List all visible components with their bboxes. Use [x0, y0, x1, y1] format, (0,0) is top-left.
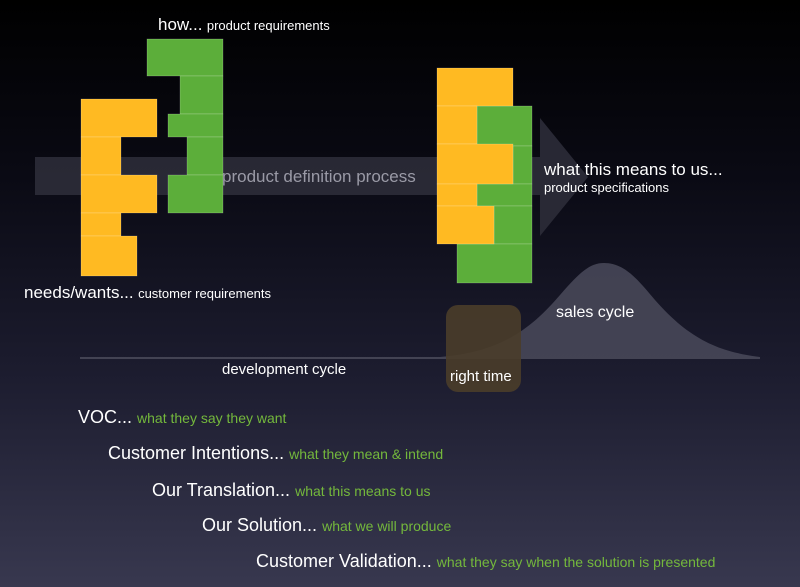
needs-label: needs/wants... customer requirements — [24, 283, 271, 303]
stage-customer-intentions: Customer Intentions... what they mean & … — [108, 443, 443, 464]
stage-desc: what they say when the solution is prese… — [436, 554, 716, 570]
right-time-box — [446, 305, 521, 392]
stage-title: Our Solution... — [202, 515, 318, 535]
how-label: how... product requirements — [158, 15, 330, 35]
process-arrow — [35, 118, 588, 236]
stage-desc: what they mean & intend — [289, 446, 444, 462]
right-time-label: right time — [450, 368, 512, 385]
spec-green-blocks — [456, 105, 533, 284]
customer-requirements-blocks — [80, 98, 158, 277]
what-means-label: what this means to us... — [544, 160, 723, 179]
stage-desc: what we will produce — [322, 518, 452, 534]
product-specifications-label: product specifications — [544, 180, 670, 195]
development-cycle-label: development cycle — [222, 361, 347, 378]
product-definition-process-label: product definition process — [222, 167, 416, 186]
stage-desc: what this means to us — [295, 483, 431, 499]
stage-title: VOC... — [78, 407, 133, 427]
spec-yellow-blocks — [436, 67, 514, 245]
sales-cycle-label: sales cycle — [556, 304, 635, 321]
cycle-curve — [80, 263, 760, 359]
stage-title: Customer Intentions... — [108, 443, 285, 463]
how-text: how... — [158, 15, 203, 34]
stage-our-translation: Our Translation... what this means to us — [152, 480, 430, 501]
stage-desc: what they say they want — [137, 410, 287, 426]
product-requirements-text: product requirements — [206, 18, 330, 33]
stage-our-solution: Our Solution... what we will produce — [202, 515, 451, 536]
stage-title: Customer Validation... — [256, 551, 432, 571]
product-requirements-blocks — [146, 38, 224, 214]
customer-requirements-text: customer requirements — [138, 286, 272, 301]
stage-customer-validation: Customer Validation... what they say whe… — [256, 551, 715, 572]
stage-title: Our Translation... — [152, 480, 291, 500]
needs-wants-text: needs/wants... — [24, 283, 134, 302]
stage-voc: VOC... what they say they want — [78, 407, 286, 428]
